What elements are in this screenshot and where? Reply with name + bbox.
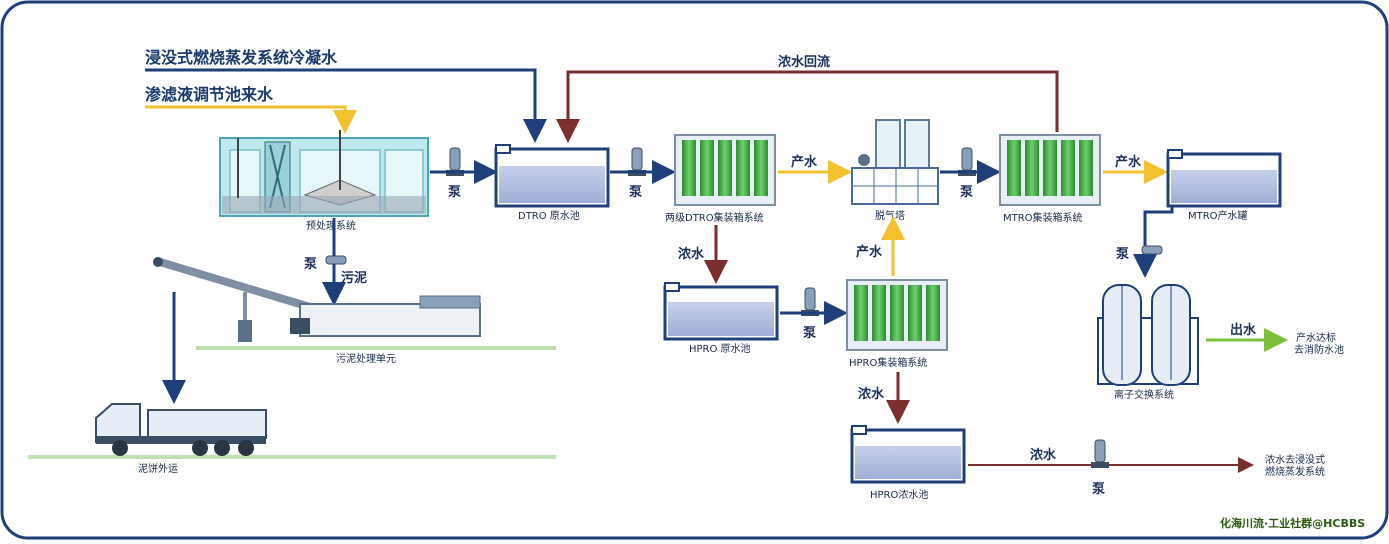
concentrate-destination-1: 浓水去浸没式 [1265, 453, 1325, 466]
degasser-tower [851, 119, 939, 205]
hpro-container-system [846, 279, 948, 351]
hpro-system-label: HPRO集装箱系统 [849, 356, 927, 369]
pretreatment-label: 预处理系统 [306, 219, 356, 232]
pump-label: 泵 [1116, 247, 1129, 262]
hpro-raw-tank-label: HPRO 原水池 [689, 342, 751, 355]
pump-label: 泵 [629, 185, 642, 200]
dtro-raw-tank [494, 144, 610, 208]
pump-label: 泵 [448, 185, 461, 200]
leachate-line [145, 105, 357, 134]
pump-icon [325, 255, 347, 265]
watermark: 化海川流·工业社群@HCBBS [1220, 516, 1365, 530]
pump-label: 泵 [803, 326, 816, 341]
condensate-line [145, 68, 547, 143]
concentrate-label: 浓水 [678, 246, 705, 262]
mtro-system-label: MTRO集装箱系统 [1003, 211, 1083, 224]
pump-label: 泵 [1092, 482, 1105, 497]
hpro-concentrate-tank [850, 425, 966, 484]
recycle-label: 浓水回流 [778, 54, 830, 70]
pump-label: 泵 [960, 185, 973, 200]
pump-icon [1141, 245, 1163, 255]
pump-icon [1091, 439, 1109, 468]
recycle-line [556, 70, 1059, 143]
product-destination-2: 去消防水池 [1294, 343, 1344, 356]
pump-label: 泵 [304, 257, 317, 272]
sludge-label: 污泥 [341, 270, 367, 286]
mtro-product-tank [1166, 149, 1282, 208]
product-water-label: 产水 [791, 154, 818, 170]
sludge-treatment-unit [153, 257, 556, 350]
degasser-label: 脱气塔 [875, 209, 905, 222]
outlet-label: 出水 [1230, 322, 1257, 338]
hpro-raw-tank [663, 282, 779, 341]
mtro-tank-label: MTRO产水罐 [1188, 209, 1248, 222]
ion-exchange-label: 离子交换系统 [1114, 388, 1174, 401]
input-condensate-label: 浸没式燃烧蒸发系统冷凝水 [145, 48, 338, 67]
cake-label: 泥饼外运 [138, 462, 178, 475]
pretreatment-system [219, 130, 429, 217]
concentrate-destination-2: 燃烧蒸发系统 [1265, 465, 1325, 478]
product-water-label: 产水 [1115, 154, 1142, 170]
input-leachate-label: 渗滤液调节池来水 [145, 85, 274, 104]
concentrate-label: 浓水 [1030, 447, 1057, 463]
dump-truck [28, 403, 556, 459]
product-destination-1: 产水达标 [1296, 331, 1336, 344]
flow-line [1133, 206, 1174, 278]
sludge-unit-label: 污泥处理单元 [336, 352, 396, 365]
hpro-conc-tank-label: HPRO浓水池 [870, 488, 928, 501]
dtro-system-label: 两级DTRO集装箱系统 [665, 211, 764, 224]
product-water-label: 产水 [856, 244, 883, 260]
mtro-container-system [999, 134, 1101, 206]
dtro-container-system [674, 134, 776, 206]
concentrate-label: 浓水 [858, 386, 885, 402]
ion-exchange-system [1097, 284, 1199, 386]
dtro-raw-tank-label: DTRO 原水池 [518, 209, 580, 222]
